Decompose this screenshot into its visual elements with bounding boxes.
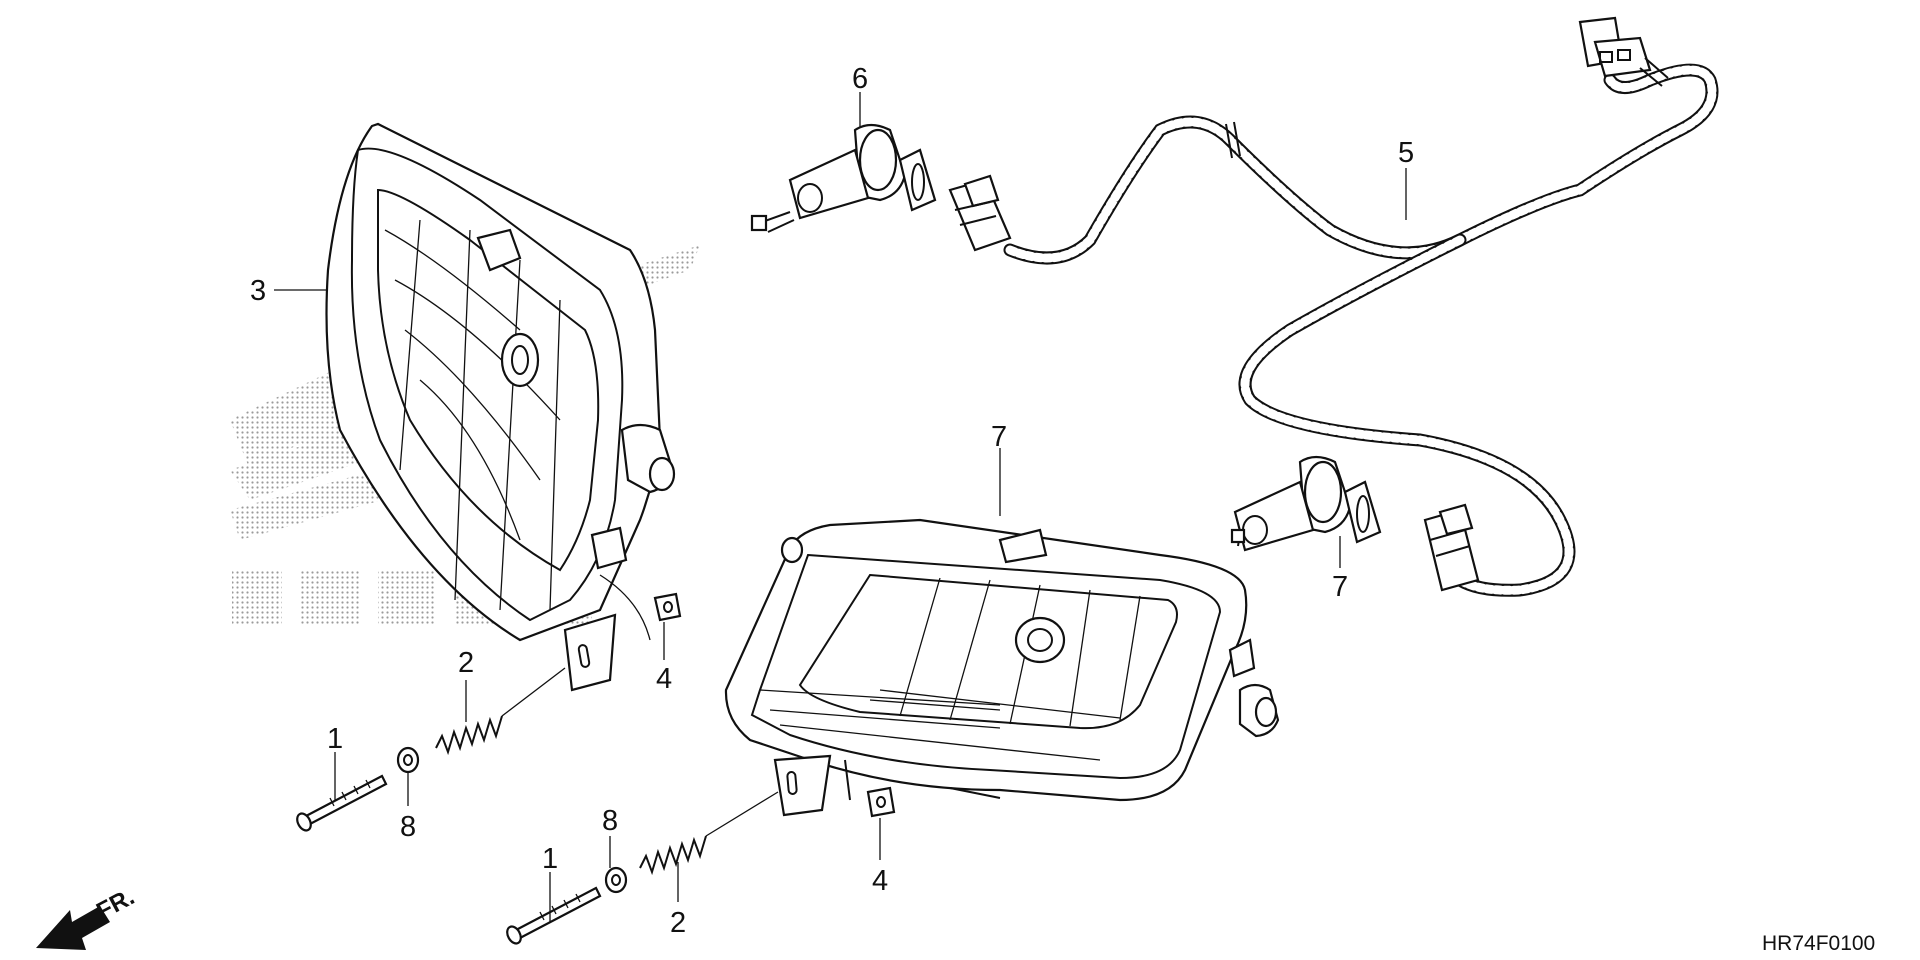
callout-2-right: 2: [670, 907, 686, 939]
washer-right: [604, 866, 628, 894]
callout-2-left: 2: [458, 647, 474, 679]
bolt-right: [506, 886, 602, 945]
bolt-left: [296, 774, 388, 832]
callout-7-lower: 7: [1332, 571, 1348, 603]
callout-6: 7: [991, 421, 1007, 453]
callout-5: 5: [1398, 137, 1414, 169]
callouts: 3 1 1 2 2 8 8 4 4 7 5 6 7: [250, 63, 1414, 939]
bulb-upper: [750, 123, 937, 233]
front-direction-arrow: FR.: [36, 883, 139, 950]
wire-harness: [948, 16, 1719, 597]
clip-nut-left: [653, 592, 682, 622]
spring-left: [435, 667, 566, 756]
spring-right: [639, 791, 779, 876]
callout-3: 3: [250, 275, 266, 307]
washer-left: [396, 746, 420, 774]
bulb-lower: [1230, 455, 1382, 552]
arrow-icon: [36, 906, 110, 950]
clip-nut-right: [866, 786, 896, 818]
callout-7-upper: 6: [852, 63, 868, 95]
diagram-code: HR74F0100: [1762, 932, 1875, 955]
callout-1-left: 1: [327, 723, 343, 755]
callout-8-right: 8: [602, 805, 618, 837]
headlight-right: [724, 518, 1280, 817]
leader-lines: [274, 92, 1407, 922]
callout-8-left: 8: [400, 811, 416, 843]
callout-4-right: 4: [872, 865, 888, 897]
callout-4-left: 4: [656, 663, 672, 695]
headlight-left: [325, 122, 676, 692]
callout-1-right: 1: [542, 843, 558, 875]
